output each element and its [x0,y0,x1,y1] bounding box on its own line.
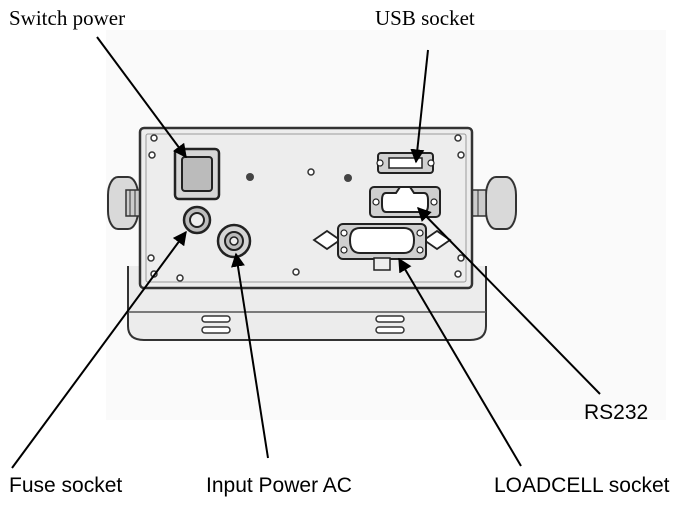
right-mounting-knob [465,176,517,230]
rs232-label: RS232 [584,401,648,424]
panel-hole [344,174,352,182]
left-mounting-knob [107,176,143,230]
loadcell-socket-callout [398,257,522,467]
callout-labels: Switch power USB socket RS232 Fuse socke… [9,6,670,497]
fuse-socket-callout [11,230,187,469]
switch-power-label: Switch power [9,6,125,30]
callout-lines [11,36,601,469]
rear-panel [138,126,474,290]
fuse-socket-label: Fuse socket [9,474,122,497]
loadcell-socket-label: LOADCELL socket [494,474,670,497]
input-power-ac-label: Input Power AC [206,474,352,497]
input-power-callout [231,252,269,459]
loadcell-socket-icon [312,223,452,271]
usb-socket-label: USB socket [375,6,475,30]
power-switch-icon [173,147,221,201]
fuse-holder-icon [182,205,212,235]
rs232-socket-icon [369,186,441,218]
usb-socket-callout [410,49,429,164]
panel-hole [246,173,254,181]
usb-socket-icon [376,152,435,174]
ac-input-icon [216,223,252,259]
rs232-callout [417,206,601,395]
switch-power-callout [96,36,187,159]
panel-screws [147,134,465,282]
device-illustration [106,30,666,420]
